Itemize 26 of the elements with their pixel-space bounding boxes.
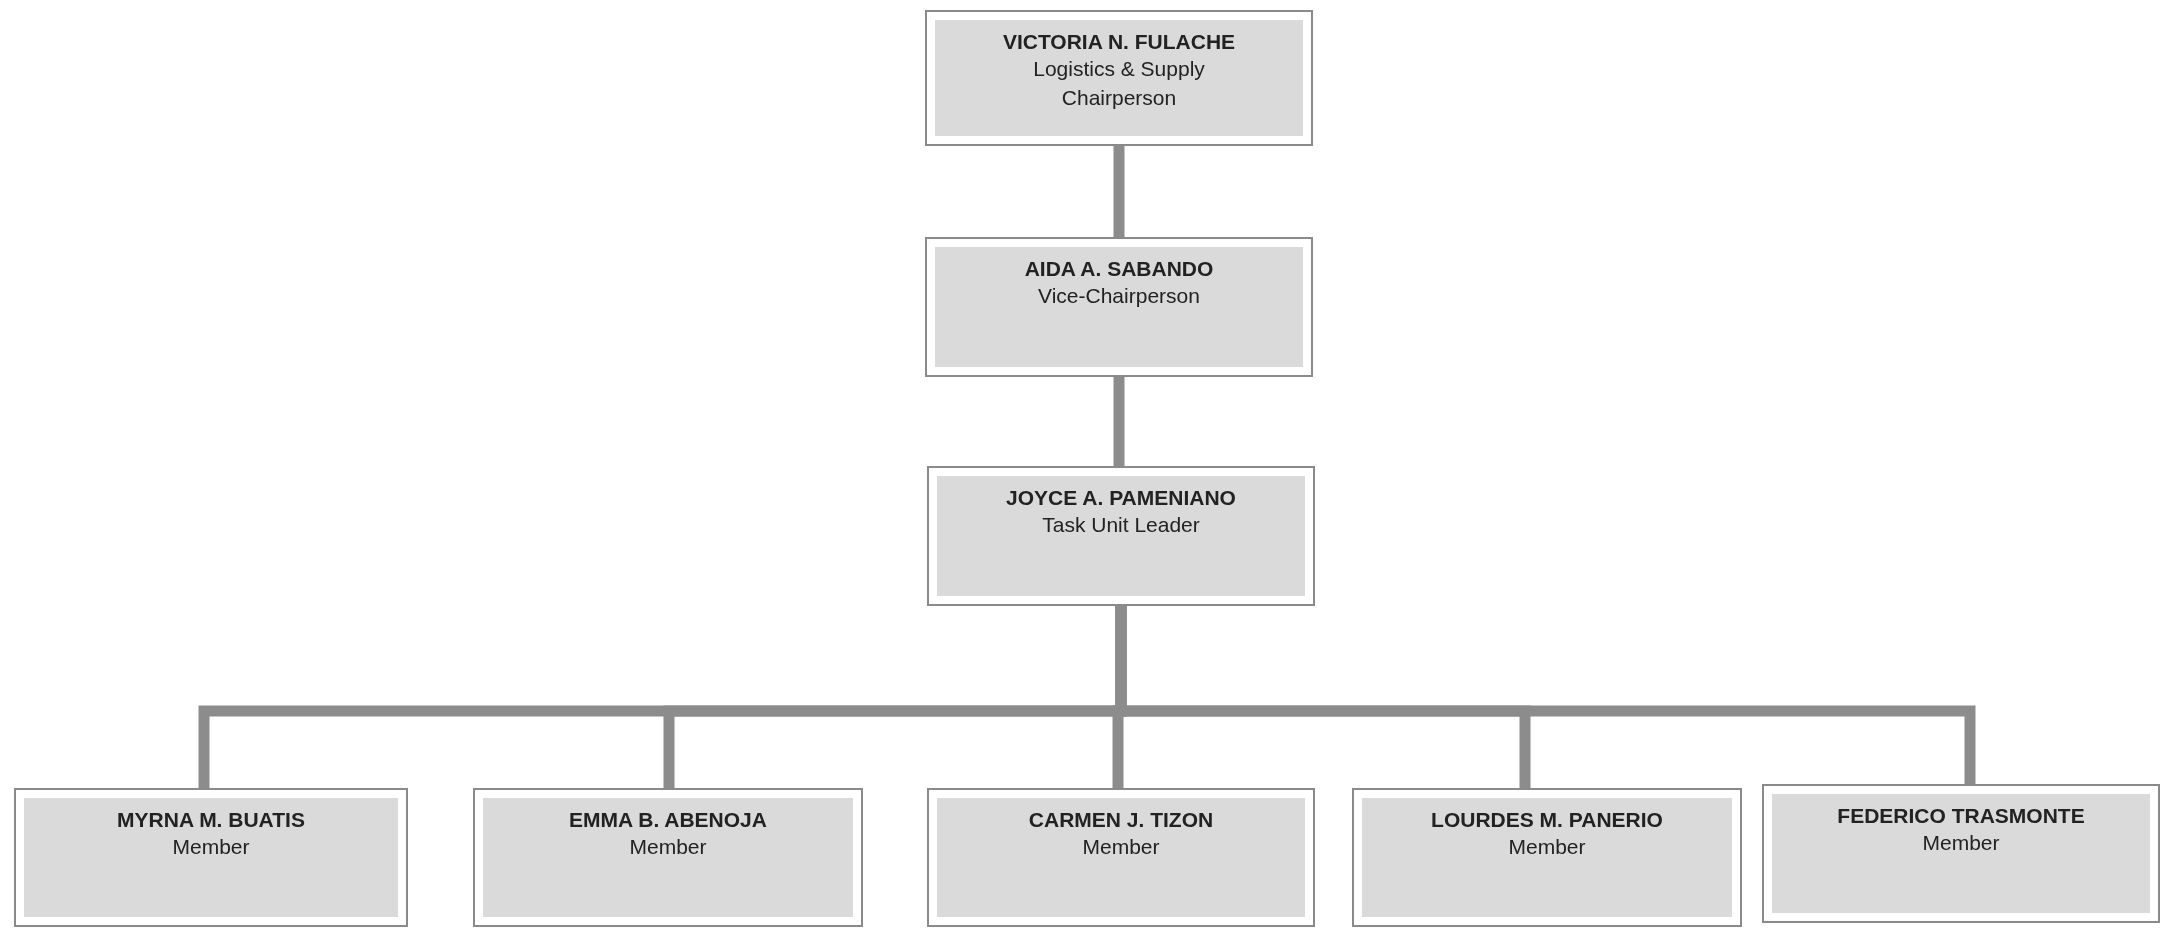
role-title: Vice-Chairperson bbox=[1038, 283, 1200, 310]
person-name: MYRNA M. BUATIS bbox=[117, 807, 305, 833]
person-name: FEDERICO TRASMONTE bbox=[1837, 803, 2085, 829]
role-title: Task Unit Leader bbox=[1042, 512, 1200, 539]
person-box bbox=[14, 788, 408, 927]
person-name: AIDA A. SABANDO bbox=[1024, 256, 1214, 282]
connector-line bbox=[1113, 377, 1125, 466]
connector-line bbox=[1113, 146, 1125, 237]
person-name: CARMEN J. TIZON bbox=[1028, 807, 1214, 833]
person-name: EMMA B. ABENOJA bbox=[569, 807, 767, 833]
role-title: Member bbox=[1508, 834, 1586, 861]
person-box bbox=[473, 788, 863, 927]
person-box bbox=[1352, 788, 1742, 927]
person-box bbox=[927, 788, 1315, 927]
role-title: Member bbox=[629, 834, 707, 861]
role-title: Member bbox=[1082, 834, 1160, 861]
role-title: Member bbox=[1922, 830, 2000, 857]
person-name: VICTORIA N. FULACHE bbox=[1002, 29, 1236, 55]
person-box bbox=[925, 237, 1313, 377]
role-title: Logistics & Supply Chairperson bbox=[1032, 56, 1206, 111]
person-name: JOYCE A. PAMENIANO bbox=[1006, 485, 1236, 511]
person-box bbox=[925, 10, 1313, 146]
person-box bbox=[1762, 784, 2160, 923]
person-box bbox=[927, 466, 1315, 606]
role-title: Member bbox=[172, 834, 250, 861]
person-name: LOURDES M. PANERIO bbox=[1431, 807, 1663, 833]
